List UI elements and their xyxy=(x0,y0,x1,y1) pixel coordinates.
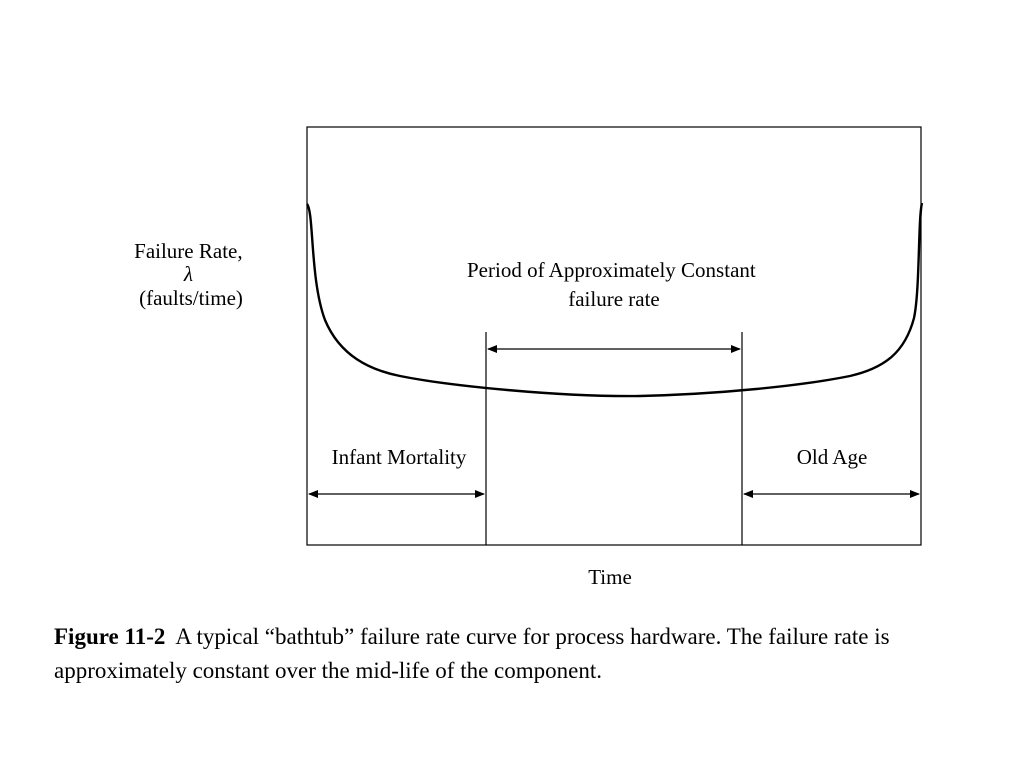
y-axis-label-line-3: (faults/time) xyxy=(139,286,243,310)
caption-text: A typical “bathtub” failure rate curve f… xyxy=(54,624,890,683)
figure-number: Figure 11-2 xyxy=(54,624,166,649)
constant-period-label-line-1: Period of Approximately Constant xyxy=(467,258,756,282)
failure-rate-curve xyxy=(305,202,924,398)
plot-frame xyxy=(306,126,922,546)
constant-period-label-line-2: failure rate xyxy=(568,287,660,311)
constant-period-label: Period of Approximately Constant failure… xyxy=(467,258,761,311)
old-age-label: Old Age xyxy=(797,445,868,469)
y-axis-label: Failure Rate, λ (faults/time) xyxy=(134,239,248,310)
infant-mortality-label: Infant Mortality xyxy=(332,445,467,469)
y-axis-label-symbol: λ xyxy=(183,262,193,286)
y-axis-label-line-1: Failure Rate, xyxy=(134,239,242,263)
x-axis-label: Time xyxy=(588,565,632,589)
